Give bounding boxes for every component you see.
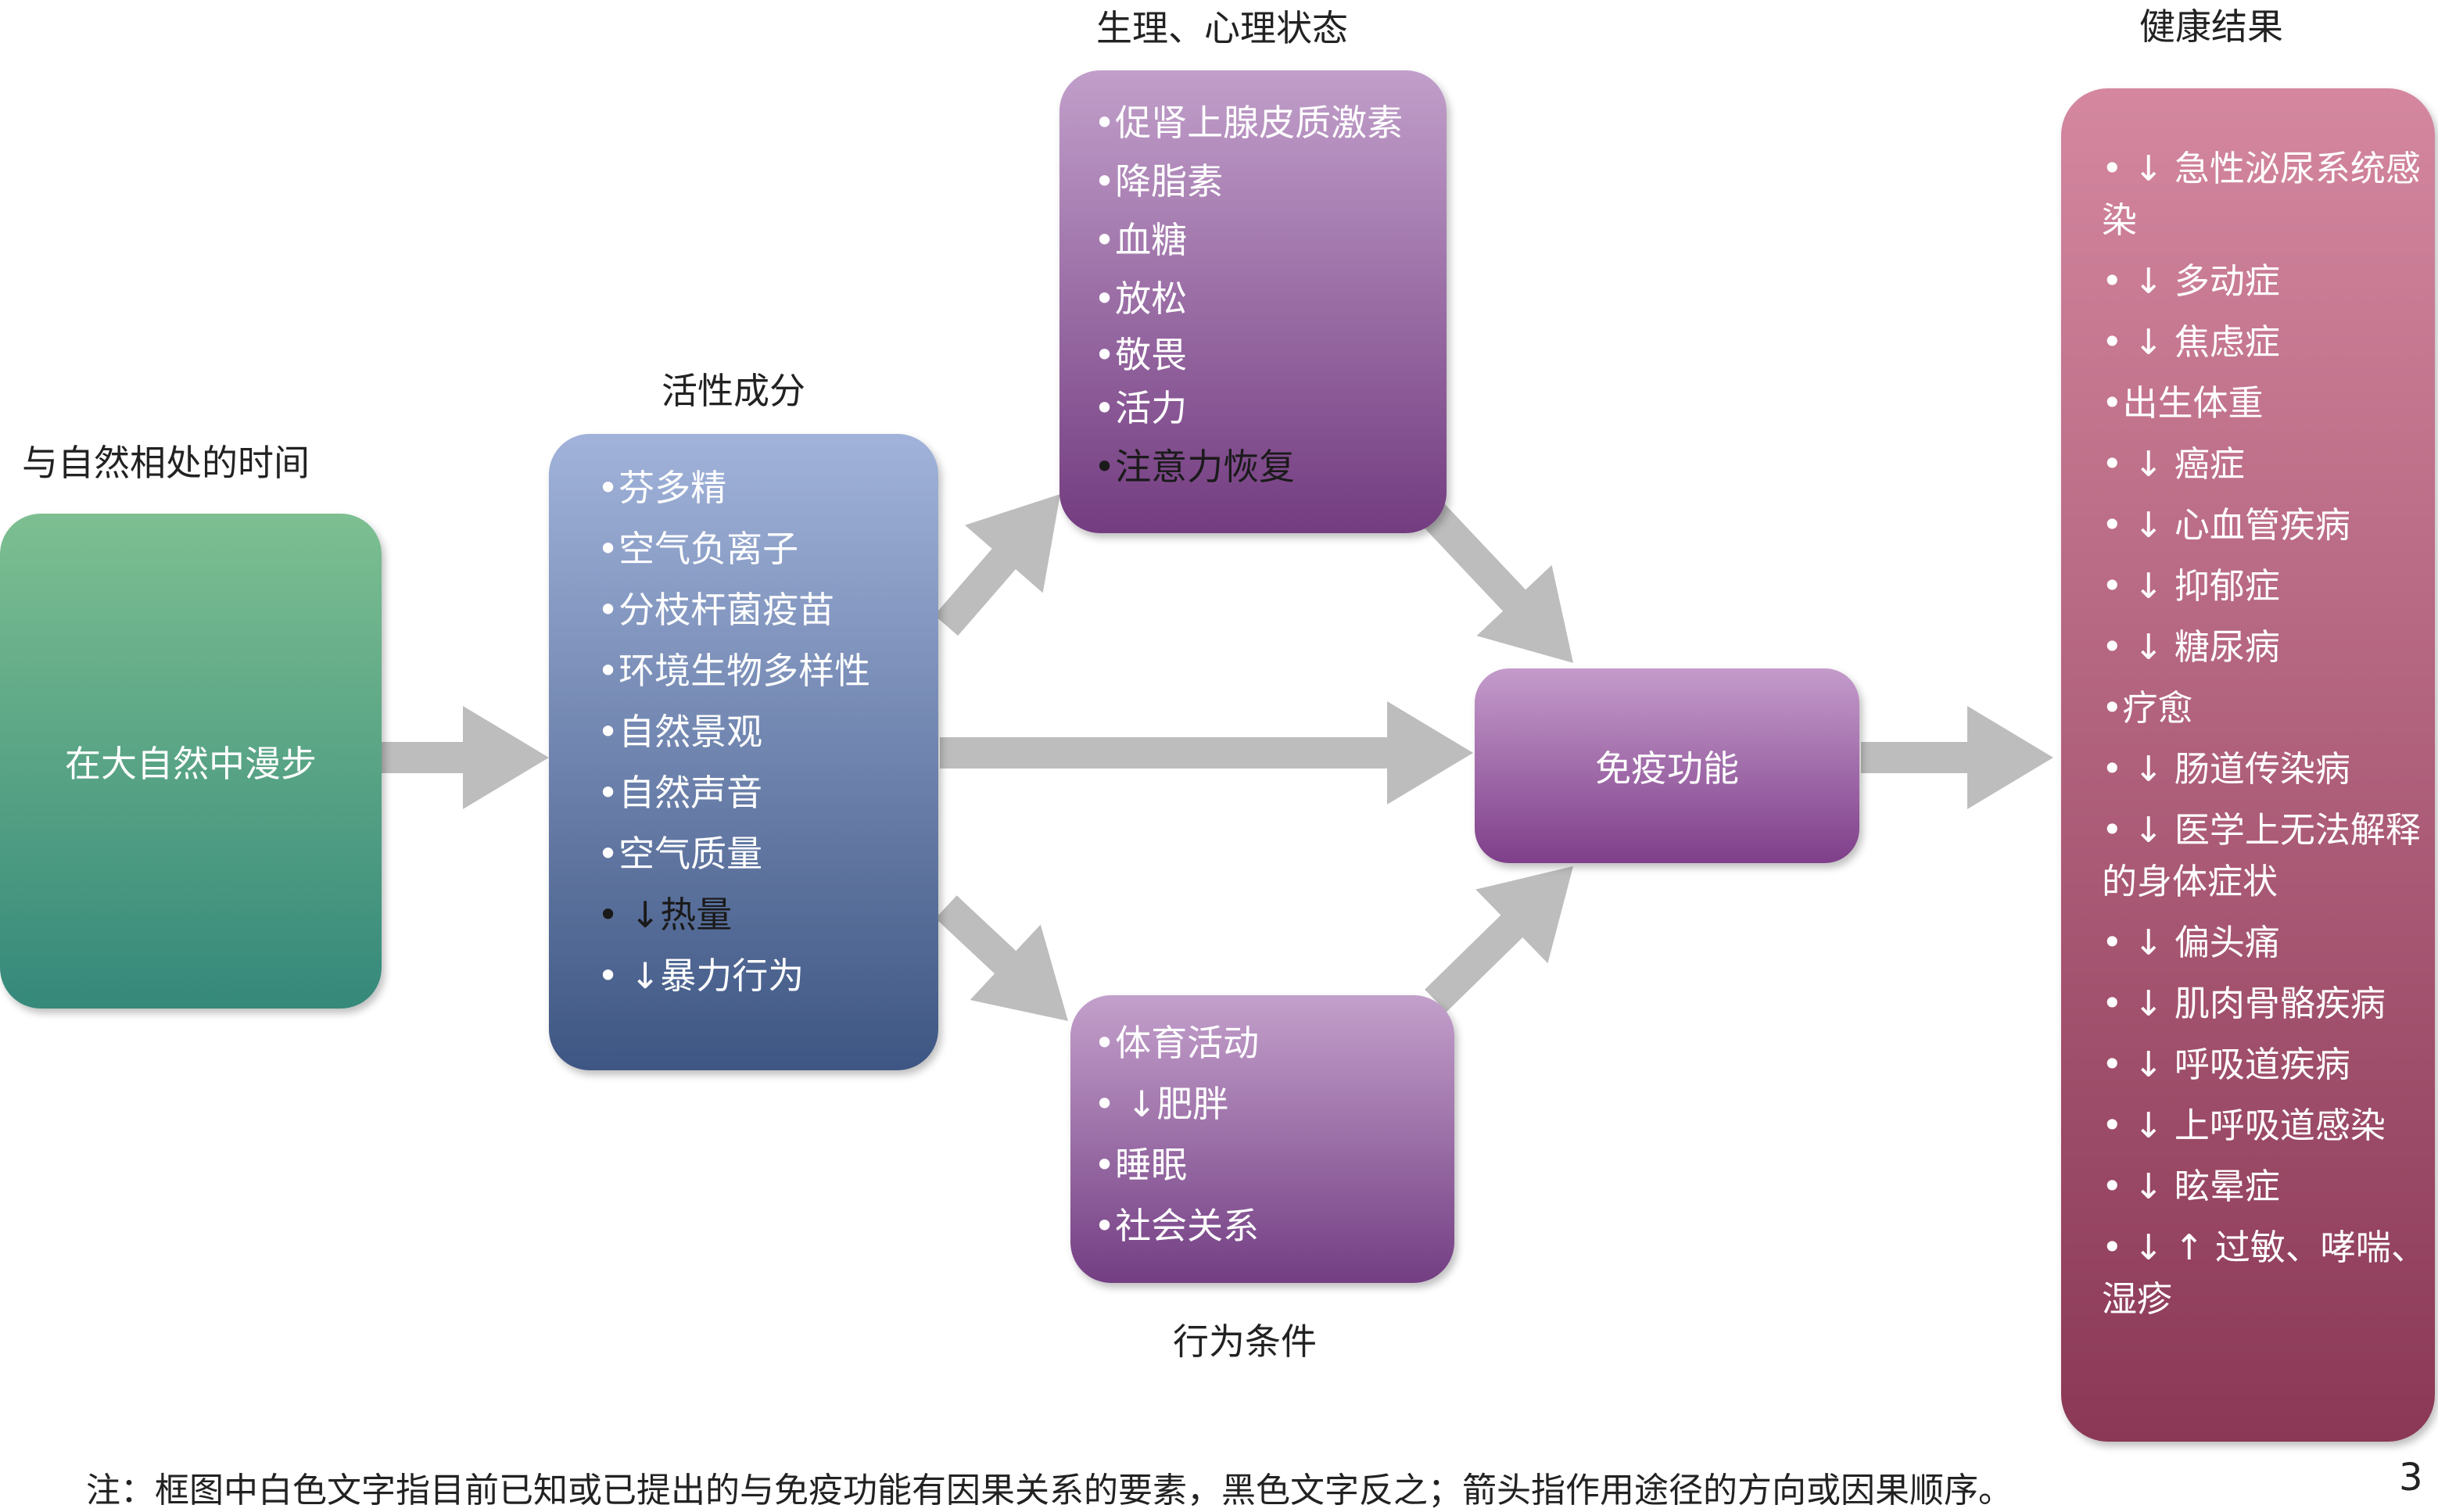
arrow-components-to-behavior [935,895,1068,1021]
list-item: • ↓ 上呼吸道感染 [2102,1105,2386,1146]
list-item: •注意力恢复 [1094,446,1296,488]
list-item: • ↓热量 [597,894,733,936]
arrow-behavior-to-immune [1425,866,1573,1012]
behavioral-box: •体育活动 • ↓肥胖 •睡眠 •社会关系 [1070,995,1454,1283]
label-time-in-nature: 与自然相处的时间 [22,442,310,484]
list-item: • ↓肥胖 [1094,1083,1229,1125]
walk-in-nature-text: 在大自然中漫步 [65,742,317,785]
list-item: •空气质量 [597,833,763,875]
physio-psych-box: •促肾上腺皮质激素 •降脂素 •血糖 •放松 •敬畏 •活力 •注意力恢复 [1059,70,1447,533]
footnote: 注：框图中白色文字指目前已知或已提出的与免疫功能有因果关系的要素，黑色文字反之；… [86,1471,2013,1510]
arrow-components-to-physio [934,494,1060,636]
arrow-components-to-immune [940,701,1473,804]
arrow-immune-to-health [1861,706,2053,809]
list-item: •自然声音 [597,772,763,814]
label-health-outcomes: 健康结果 [2139,5,2283,48]
immune-function-text: 免疫功能 [1595,747,1739,790]
list-item: •空气负离子 [597,528,799,570]
list-item: • ↓ 糖尿病 [2102,626,2280,668]
active-components-box: •芬多精 •空气负离子 •分枝杆菌疫苗 •环境生物多样性 •自然景观 •自然声音 •空气质量… [549,434,938,1070]
list-item: •放松 [1094,278,1188,320]
list-item: •环境生物多样性 [597,650,871,692]
list-item: •降脂素 [1094,160,1224,202]
label-physio-psych: 生理、心理状态 [1096,7,1348,49]
label-behavioral: 行为条件 [1173,1320,1317,1363]
list-item: • ↓ 癌症 [2102,443,2245,485]
list-item: •血糖 [1094,219,1188,261]
list-item: •分枝杆菌疫苗 [597,589,835,631]
page-number: 3 [2399,1456,2423,1499]
list-item: •疗愈 [2102,687,2193,729]
list-item: • ↓ 心血管疾病 [2102,504,2350,546]
list-item: •敬畏 [1094,334,1188,376]
list-item: •出生体重 [2102,382,2264,424]
list-item: •活力 [1094,387,1188,429]
list-item: • ↓ 医学上无法解释的身体症状 [2102,809,2421,902]
list-item: • ↓ 偏头痛 [2102,922,2280,963]
arrow-walk-to-components [382,706,549,809]
list-item: •睡眠 [1094,1144,1188,1186]
list-item: • ↓ 急性泌尿系统感染 [2102,148,2421,241]
list-item: • ↓ 肌肉骨骼疾病 [2102,983,2386,1024]
label-active-components: 活性成分 [661,370,805,412]
list-item: • ↓暴力行为 [597,955,805,997]
arrow-physio-to-immune [1419,501,1573,663]
list-item: • ↓ 肠道传染病 [2102,748,2350,790]
health-outcomes-box: • ↓ 急性泌尿系统感染 • ↓ 多动症 • ↓ 焦虑症 •出生体重 • ↓ 癌症 • ↓… [2061,88,2435,1442]
list-item: •促肾上腺皮质激素 [1094,102,1404,144]
immune-function-box: 免疫功能 [1475,668,1859,863]
list-item: • ↓ 多动症 [2102,260,2280,302]
list-item: •体育活动 [1094,1022,1260,1064]
list-item: • ↓ ↑ 过敏、哮喘、湿疹 [2102,1227,2426,1320]
list-item: • ↓ 焦虑症 [2102,321,2280,363]
list-item: •自然景观 [597,711,763,753]
list-item: • ↓ 抑郁症 [2102,565,2280,607]
list-item: • ↓ 眩晕症 [2102,1166,2280,1207]
list-item: • ↓ 呼吸道疾病 [2102,1044,2350,1085]
walk-in-nature-box: 在大自然中漫步 [0,514,382,1009]
list-item: •芬多精 [597,467,727,509]
list-item: •社会关系 [1094,1205,1260,1247]
